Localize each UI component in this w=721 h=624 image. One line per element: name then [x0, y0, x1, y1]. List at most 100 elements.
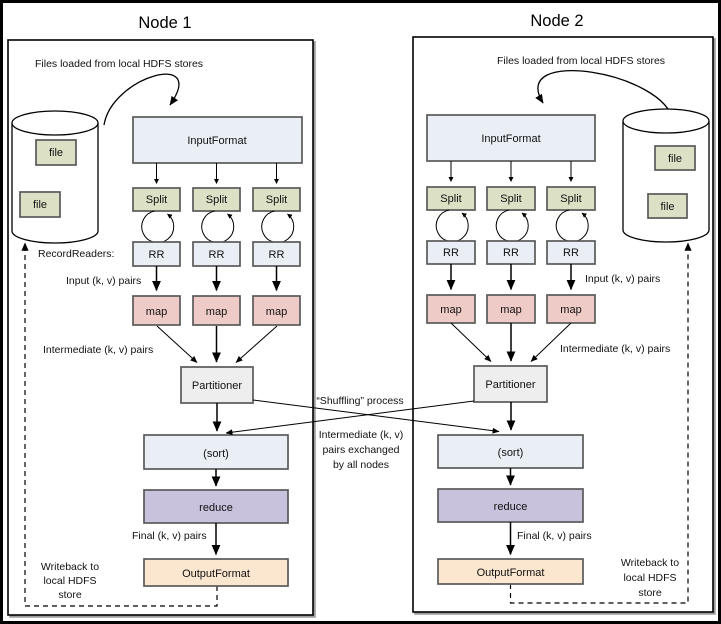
node1-arrow-map1-part	[156, 325, 198, 363]
node1-partitioner-label: Partitioner	[192, 380, 242, 392]
node2-map3-box	[546, 294, 596, 324]
node1-split3-box	[252, 187, 301, 212]
node2-split1-box	[426, 186, 476, 211]
node1-title: Node 1	[138, 14, 191, 32]
node1-file2-box	[19, 191, 61, 218]
node1-partitioner-box	[180, 366, 254, 404]
shuffle-section: “Shuffling” process Intermediate (k, v) …	[225, 395, 500, 471]
node1-map3-box	[252, 295, 301, 326]
svg-text:Writeback to: Writeback to	[41, 561, 99, 573]
node2-split2-box	[486, 186, 536, 211]
node2-outputformat-box	[437, 558, 584, 585]
node2-map3-label: map	[560, 304, 581, 316]
exchange-label: Intermediate (k, v) pairs exchanged by a…	[319, 429, 404, 471]
node2-map1-box	[426, 294, 476, 324]
node1-writeback-dashed-arrow	[21, 242, 218, 607]
node2-files-loaded-label: Files loaded from local HDFS stores	[497, 55, 665, 67]
shuffle-arrow-node1-to-node2	[252, 399, 500, 434]
node2-split3-label: Split	[560, 193, 581, 205]
node1: Node 1 Files loaded from local HDFS stor…	[7, 14, 314, 616]
node2-map2-label: map	[500, 304, 521, 316]
node1-inputformat-box	[132, 116, 303, 164]
node2-arrow-map1-part	[450, 322, 492, 362]
node1-reduce-label: reduce	[199, 502, 233, 514]
shuffling-process-label: “Shuffling” process	[316, 395, 403, 407]
svg-text:by all nodes: by all nodes	[333, 459, 389, 471]
cylinder-body	[622, 121, 710, 243]
node1-file1-box	[35, 139, 77, 166]
svg-text:Writeback to: Writeback to	[621, 557, 679, 569]
node1-recordreaders-label: RecordReaders:	[38, 248, 114, 260]
node1-rr1-box	[132, 241, 181, 267]
node1-hdfs-cylinder: file file	[11, 110, 99, 244]
node2-file2-box	[647, 193, 688, 219]
node1-rr1-label: RR	[149, 249, 165, 261]
node2-file1-label: file	[668, 153, 682, 165]
node2-rr2-label: RR	[503, 247, 519, 259]
node1-split1-label: Split	[146, 194, 167, 206]
svg-text:local HDFS: local HDFS	[43, 575, 96, 587]
node2-sort-label: (sort)	[498, 447, 524, 459]
node2-rr3-label: RR	[563, 247, 579, 259]
cylinder-top	[11, 110, 99, 136]
node2-split1-label: Split	[440, 193, 461, 205]
node1-input-pairs-label: Input (k, v) pairs	[66, 275, 141, 287]
node2-file2-label: file	[660, 201, 674, 213]
node2-final-pairs-label: Final (k, v) pairs	[517, 530, 592, 542]
node2-hdfs-cylinder: file file	[622, 108, 710, 243]
shuffle-arrow-node2-to-node1	[225, 400, 475, 436]
svg-text:pairs exchanged: pairs exchanged	[322, 444, 399, 456]
node2-arrow-map3-part	[530, 322, 572, 362]
svg-text:local HDFS: local HDFS	[623, 572, 676, 584]
node1-file1-label: file	[49, 147, 63, 159]
node1-reduce-box	[143, 489, 289, 524]
node2: Node 2 Files loaded from local HDFS stor…	[412, 12, 714, 613]
node2-reduce-label: reduce	[494, 501, 528, 513]
node1-hdfs-load-arrow	[103, 73, 180, 126]
node2-intermediate-pairs-label: Intermediate (k, v) pairs	[560, 343, 670, 355]
node1-files-loaded-label: Files loaded from local HDFS stores	[35, 58, 203, 70]
node2-outputformat-label: OutputFormat	[477, 567, 545, 579]
node1-split2-box	[192, 187, 241, 212]
svg-text:Intermediate (k, v): Intermediate (k, v)	[319, 429, 404, 441]
node1-map3-label: map	[266, 306, 287, 318]
node2-hdfs-load-arrow	[535, 69, 674, 122]
node2-split3-box	[546, 186, 596, 211]
node1-writeback-label: Writeback to local HDFS store	[41, 561, 99, 601]
node2-rr1-label: RR	[443, 247, 459, 259]
node2-file1-box	[654, 145, 696, 171]
node1-rr3-label: RR	[269, 249, 285, 261]
node2-map2-box	[486, 294, 536, 324]
node1-rr2-label: RR	[209, 249, 225, 261]
node2-split2-label: Split	[500, 193, 521, 205]
node1-final-pairs-label: Final (k, v) pairs	[132, 530, 207, 542]
node1-map2-box	[192, 295, 241, 326]
node2-partitioner-label: Partitioner	[485, 379, 535, 391]
node2-writeback-dashed-arrow	[509, 242, 692, 604]
node2-map1-label: map	[440, 304, 461, 316]
node2-inputformat-box	[426, 114, 596, 162]
node1-file2-label: file	[33, 199, 47, 211]
node1-map2-label: map	[206, 306, 227, 318]
node1-intermediate-pairs-label: Intermediate (k, v) pairs	[43, 344, 153, 356]
node1-split1-box	[132, 187, 181, 212]
svg-text:store: store	[58, 589, 82, 601]
node1-sort-label: (sort)	[203, 448, 229, 460]
node2-title: Node 2	[530, 12, 583, 30]
node1-map1-box	[132, 295, 181, 326]
node1-split2-label: Split	[206, 194, 227, 206]
cylinder-top	[622, 108, 710, 134]
node2-inputformat-label: InputFormat	[481, 133, 540, 145]
node1-outputformat-box	[143, 558, 289, 587]
node1-map1-label: map	[146, 306, 167, 318]
node1-split3-label: Split	[266, 194, 287, 206]
node2-writeback-label: Writeback to local HDFS store	[621, 557, 679, 599]
node2-input-pairs-label: Input (k, v) pairs	[585, 273, 660, 285]
node1-arrow-map3-part	[235, 325, 278, 363]
node1-outputformat-label: OutputFormat	[182, 568, 250, 580]
node1-inputformat-label: InputFormat	[187, 135, 246, 147]
node2-reduce-box	[437, 488, 584, 523]
svg-text:store: store	[638, 587, 662, 599]
